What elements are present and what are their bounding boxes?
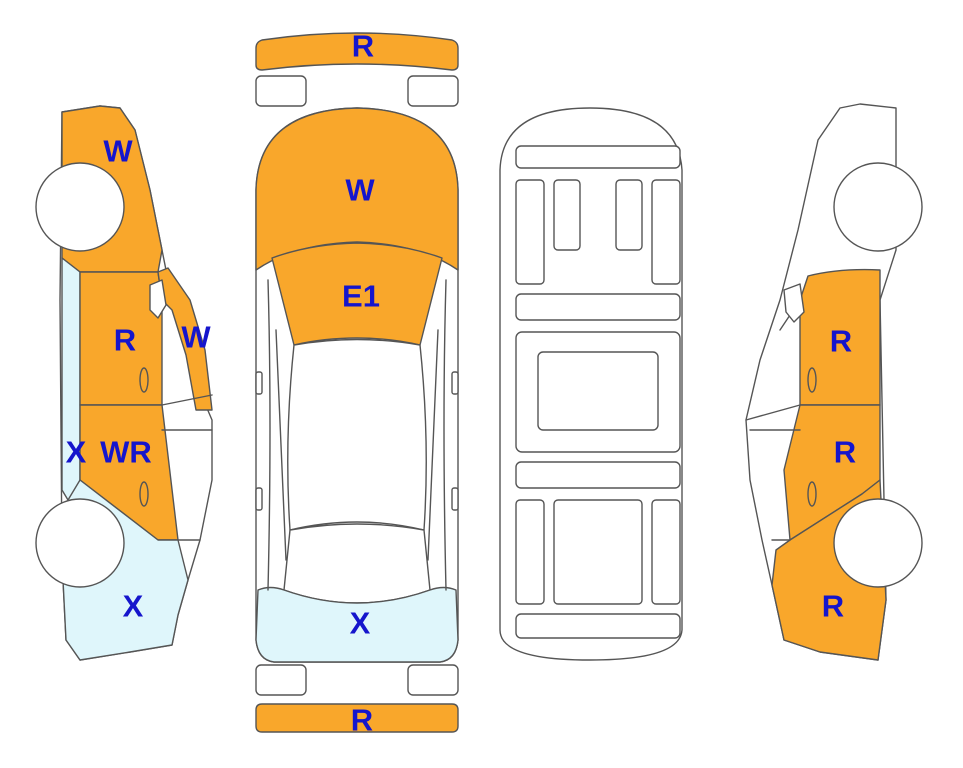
underbody-cell <box>515 461 681 489</box>
front-bumper-code: R <box>351 28 375 64</box>
underbody-cell <box>537 351 659 431</box>
rear-left-light <box>255 664 307 696</box>
right-rear-wheel <box>833 498 923 588</box>
right-side-view <box>745 103 923 661</box>
right-mirror <box>783 283 805 323</box>
left-rear-handle <box>139 481 149 507</box>
left-a-pillar-panel <box>157 267 213 411</box>
right-front-wheel <box>833 162 923 252</box>
top-right-handle <box>451 487 459 511</box>
left-sill-code: X <box>65 434 87 470</box>
hood-code: W <box>345 172 375 208</box>
right-front-handle <box>807 367 817 393</box>
right-quarter-code: R <box>821 588 845 624</box>
left-mirror <box>149 279 167 319</box>
underbody-cell <box>515 179 545 285</box>
rear-glass <box>283 523 431 604</box>
rear-bumper-panel <box>255 703 459 733</box>
left-a-pillar-code: W <box>181 319 211 355</box>
right-rear-door-code: R <box>833 434 857 470</box>
underbody-view <box>499 107 683 661</box>
underbody-cell <box>515 145 681 169</box>
left-front-handle <box>139 367 149 393</box>
left-rear-door-code: WR <box>100 434 152 470</box>
underbody-cell <box>615 179 643 251</box>
roof-front-code: E1 <box>342 278 380 314</box>
right-front-door-code: R <box>829 323 853 359</box>
underbody-cell <box>651 499 681 605</box>
roof-front-panel <box>271 242 443 346</box>
top-side-lines <box>267 279 447 591</box>
left-rear-wheel <box>35 498 125 588</box>
rear-bumper-code: R <box>350 702 374 738</box>
front-right-light <box>407 75 459 107</box>
front-left-light <box>255 75 307 107</box>
top-left-handle <box>255 487 263 511</box>
underbody-cell <box>651 179 681 285</box>
front-bumper-panel <box>255 32 459 71</box>
top-view <box>255 32 459 733</box>
cabin-roof <box>287 338 427 531</box>
left-front-door-code: R <box>113 322 137 358</box>
underbody-cell <box>515 499 545 605</box>
right-rear-handle <box>807 481 817 507</box>
top-left-mirror <box>255 371 263 395</box>
rear-right-light <box>407 664 459 696</box>
left-quarter-code: X <box>122 588 144 624</box>
underbody-cell <box>553 499 643 605</box>
left-front-fender-code: W <box>103 133 133 169</box>
top-right-mirror <box>451 371 459 395</box>
right-window-line <box>745 299 801 541</box>
underbody-cell <box>553 179 581 251</box>
rear-panel-code: X <box>349 605 371 641</box>
left-side-view <box>35 105 213 661</box>
rear-panel <box>255 586 459 663</box>
underbody-cell <box>515 613 681 639</box>
underbody-cell <box>515 293 681 321</box>
left-front-wheel <box>35 162 125 252</box>
left-window-line <box>161 394 213 541</box>
